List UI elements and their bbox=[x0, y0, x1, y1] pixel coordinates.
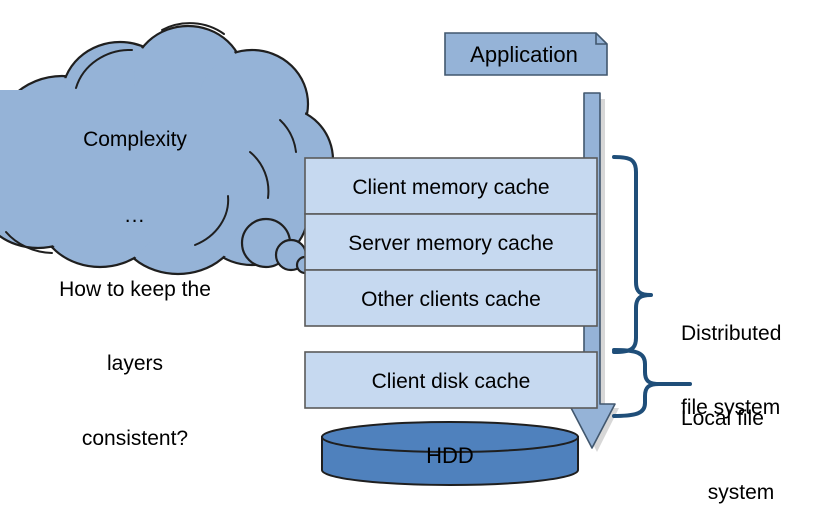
layer-box-client-disk-cache[interactable] bbox=[304, 351, 598, 409]
application-box[interactable] bbox=[444, 32, 608, 76]
cloud-inner-arc bbox=[161, 22, 225, 35]
cloud-inner-arc bbox=[75, 48, 133, 89]
bracket-distributed-file-system bbox=[612, 155, 653, 354]
application-box-fold bbox=[595, 33, 607, 45]
hdd-top bbox=[321, 421, 579, 453]
cache-layer-stack bbox=[304, 157, 598, 409]
bracket-local-file-system bbox=[612, 348, 661, 418]
cloud-inner-arc bbox=[5, 231, 53, 254]
cloud-inner-arc bbox=[279, 119, 297, 153]
thought-cloud bbox=[0, 22, 335, 276]
layer-box-server-memory-cache[interactable] bbox=[304, 213, 598, 271]
hdd-cylinder[interactable] bbox=[321, 421, 579, 486]
layer-box-other-clients-cache[interactable] bbox=[304, 269, 598, 327]
application-box-shape bbox=[444, 32, 608, 76]
cloud-inner-arc bbox=[194, 195, 230, 246]
cloud-inner-arc bbox=[249, 151, 270, 199]
layer-box-client-memory-cache[interactable] bbox=[304, 157, 598, 215]
